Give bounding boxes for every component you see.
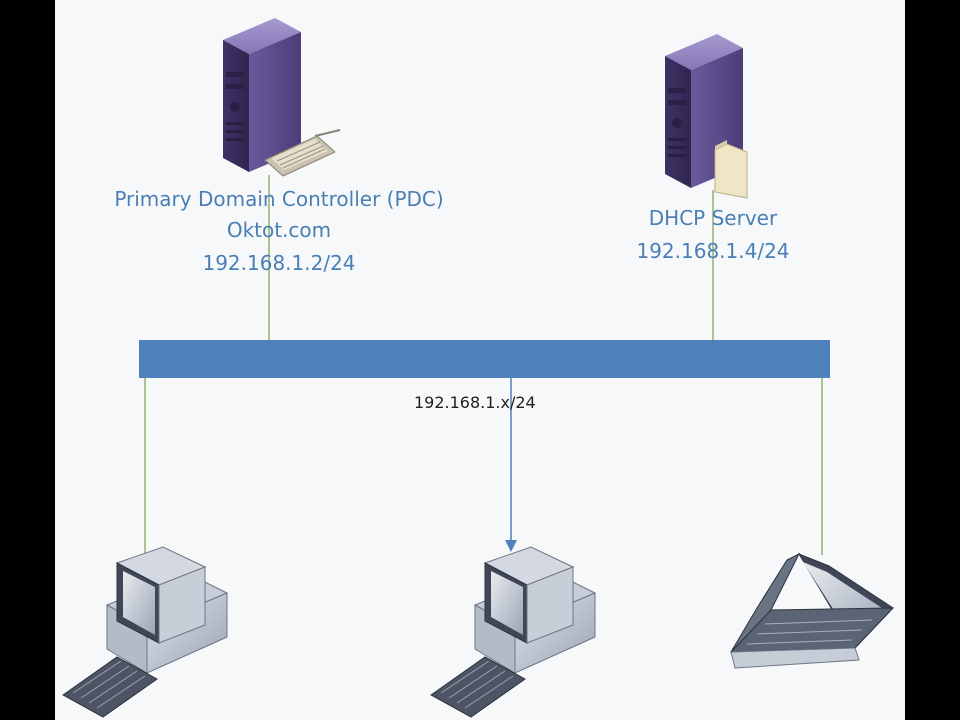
dhcp-name-label: DHCP Server <box>648 206 778 230</box>
subnet-label: 192.168.1.x/24 <box>414 393 536 412</box>
pdc-domain-label: Oktot.com <box>226 218 332 242</box>
dhcp-folder-icon <box>714 140 748 199</box>
desktop-1-icon <box>62 546 229 718</box>
desktop-2-icon <box>430 546 597 718</box>
diagram-svg <box>62 18 895 718</box>
pdc-name-label: Primary Domain Controller (PDC) <box>114 187 444 211</box>
laptop-icon <box>729 552 895 669</box>
network-bus <box>139 340 830 378</box>
pdc-ip-label: 192.168.1.2/24 <box>202 251 356 275</box>
pdc-keyboard-icon <box>264 129 341 177</box>
network-diagram: Primary Domain Controller (PDC) Oktot.co… <box>55 0 905 720</box>
dhcp-ip-label: 192.168.1.4/24 <box>636 239 790 263</box>
arrow-head <box>505 540 517 552</box>
pdc-server-icon <box>223 18 301 172</box>
